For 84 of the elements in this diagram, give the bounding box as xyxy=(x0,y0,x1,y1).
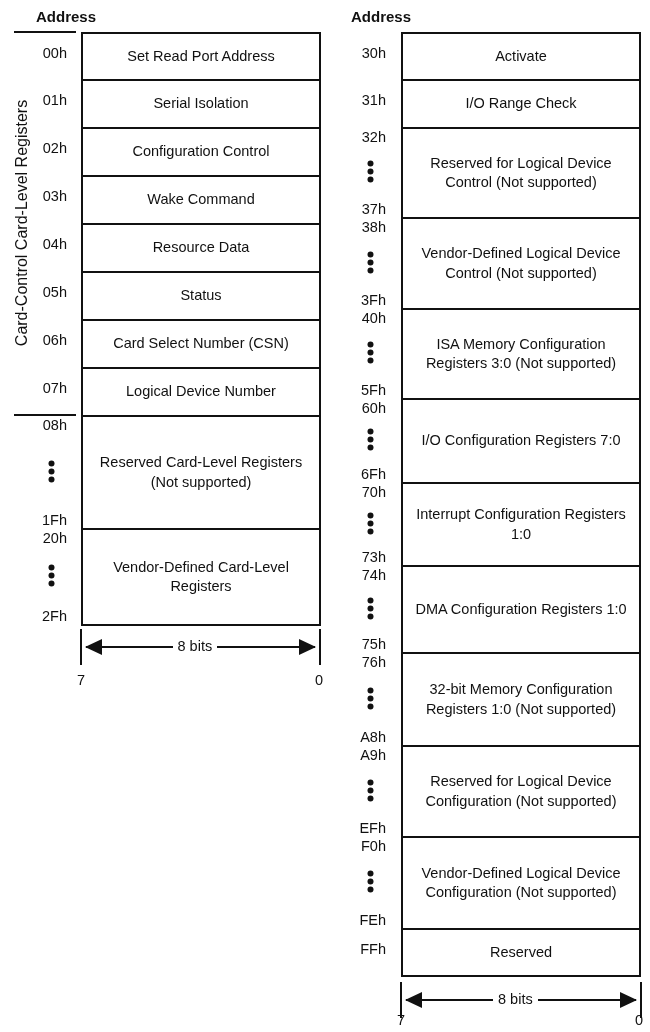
address-label: 37h xyxy=(361,201,386,217)
register-box xyxy=(401,217,641,310)
register-box xyxy=(401,928,641,977)
register-box xyxy=(401,745,641,838)
group-label: Card-Control Card-Level Registers xyxy=(13,99,31,347)
address-label: A9h xyxy=(360,747,386,763)
address-label: 1Fh xyxy=(42,512,67,528)
address-label: 60h xyxy=(361,400,386,416)
register-name: Interrupt Configuration Registers 1:0 xyxy=(415,505,627,544)
address-label: F0h xyxy=(361,838,386,854)
register-name: Wake Command xyxy=(146,190,256,210)
register-name: Status xyxy=(179,286,223,306)
address-label: 05h xyxy=(42,284,67,300)
address-label: 76h xyxy=(361,654,386,670)
register-box xyxy=(401,482,641,567)
register-name: I/O Range Check xyxy=(464,94,578,114)
address-label: EFh xyxy=(359,820,386,836)
address-label: 73h xyxy=(361,549,386,565)
bit-number: 0 xyxy=(314,672,325,688)
register-name: Vendor-Defined Logical Device Configuration (Not supported) xyxy=(420,863,622,902)
register-box xyxy=(401,836,641,930)
address-label: 07h xyxy=(42,380,67,396)
address-label: 31h xyxy=(361,92,386,108)
address-label: FFh xyxy=(360,941,386,957)
address-label: 75h xyxy=(361,636,386,652)
register-name: Vendor-Defined Logical Device Control (Not supported) xyxy=(420,244,622,283)
register-name: DMA Configuration Registers 1:0 xyxy=(414,599,628,619)
register-name: I/O Configuration Registers 7:0 xyxy=(420,431,622,451)
register-name: 32-bit Memory Configuration Registers 1:0 (Not supported) xyxy=(424,680,618,719)
register-box xyxy=(401,652,641,747)
address-label: 03h xyxy=(42,188,67,204)
dimension-label: 8 bits xyxy=(172,638,218,654)
register-box xyxy=(401,79,641,129)
address-label: 74h xyxy=(361,567,386,583)
address-label: A8h xyxy=(360,729,386,745)
address-label: 38h xyxy=(361,219,386,235)
register-box xyxy=(81,271,321,321)
register-name: Reserved for Logical Device Control (Not supported) xyxy=(429,153,613,192)
register-name: Serial Isolation xyxy=(152,94,250,114)
register-box xyxy=(81,415,321,530)
address-label: FEh xyxy=(359,912,386,928)
register-box xyxy=(401,308,641,400)
address-label: 70h xyxy=(361,484,386,500)
register-name: Reserved for Logical Device Configuration (Not supported) xyxy=(424,772,618,811)
register-name: Resource Data xyxy=(151,238,251,258)
register-box xyxy=(81,127,321,177)
register-box xyxy=(81,223,321,273)
address-label: 40h xyxy=(361,310,386,326)
address-label: 30h xyxy=(361,45,386,61)
address-label: 6Fh xyxy=(361,466,386,482)
bit-number: 7 xyxy=(76,672,87,688)
address-label: 01h xyxy=(42,92,67,108)
register-box xyxy=(401,398,641,484)
dimension-label: 8 bits xyxy=(493,991,538,1007)
register-box xyxy=(81,79,321,129)
register-name: Activate xyxy=(494,46,548,66)
address-label: 06h xyxy=(42,332,67,348)
address-label: 08h xyxy=(42,417,67,433)
address-label: 20h xyxy=(42,530,67,546)
register-box xyxy=(401,565,641,654)
register-box xyxy=(401,32,641,81)
register-box xyxy=(401,127,641,219)
register-box xyxy=(81,319,321,369)
register-name: Logical Device Number xyxy=(125,382,277,402)
register-box xyxy=(81,528,321,626)
column-heading: Address xyxy=(36,8,97,25)
address-label: 2Fh xyxy=(42,608,67,624)
address-label: 3Fh xyxy=(361,292,386,308)
register-name: Vendor-Defined Card-Level Registers xyxy=(112,557,290,596)
address-label: 04h xyxy=(42,236,67,252)
register-box xyxy=(81,175,321,225)
column-heading: Address xyxy=(351,8,412,25)
address-label: 00h xyxy=(42,45,67,61)
register-name: Card Select Number (CSN) xyxy=(112,334,290,354)
address-label: 02h xyxy=(42,140,67,156)
address-label: 32h xyxy=(361,129,386,145)
register-name: Reserved Card-Level Registers (Not supported) xyxy=(98,453,304,492)
register-box xyxy=(81,367,321,417)
register-box xyxy=(81,32,321,81)
register-name: Reserved xyxy=(488,942,554,962)
register-name: Set Read Port Address xyxy=(126,46,276,66)
register-name: ISA Memory Configuration Registers 3:0 (Not supported) xyxy=(424,334,618,373)
register-name: Configuration Control xyxy=(131,142,271,162)
address-label: 5Fh xyxy=(361,382,386,398)
